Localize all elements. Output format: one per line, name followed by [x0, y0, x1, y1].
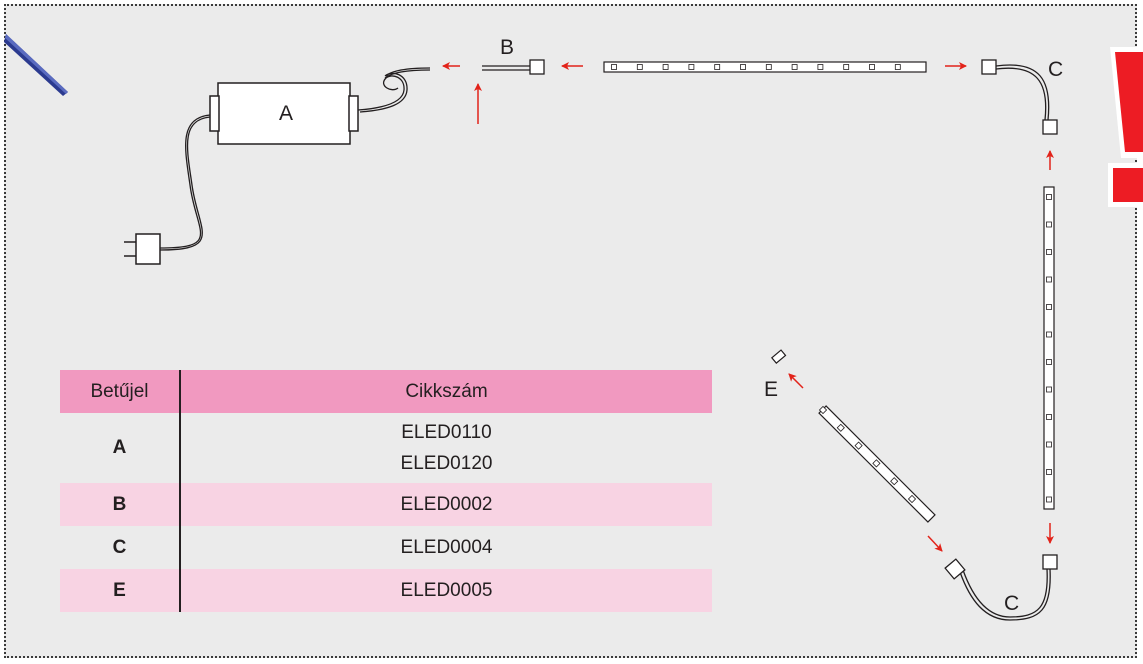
arrow-diagonal-icon: [927, 535, 943, 552]
led-chip: [740, 64, 746, 70]
led-chip: [843, 64, 850, 70]
led-chip: [611, 64, 617, 70]
row-letter: E: [60, 569, 181, 612]
parts-table: Betűjel Cikkszám A ELED0110 ELED0120 B E…: [60, 370, 712, 612]
row-code: ELED0005: [180, 569, 712, 612]
led-chip: [1046, 441, 1052, 448]
led-chip: [1046, 304, 1052, 310]
table-row: E ELED0005: [60, 569, 712, 612]
led-chip: [662, 64, 669, 70]
warning-exclamation-icon: [1108, 47, 1143, 207]
pen-icon: [4, 34, 68, 96]
row-letter: A: [60, 413, 181, 483]
row-letter: C: [60, 526, 181, 569]
led-chip: [818, 405, 828, 415]
power-supply-a: [209, 82, 359, 145]
diagram-panel: [4, 4, 1137, 658]
led-chip: [872, 459, 881, 468]
arrow-diagonal-icon: [788, 373, 804, 389]
led-chip: [1046, 414, 1052, 420]
row-letter: B: [60, 483, 181, 526]
power-plug-icon: [124, 233, 161, 265]
led-chip: [817, 64, 824, 70]
led-strip-top: [603, 61, 927, 73]
led-chip: [636, 64, 643, 70]
led-chip: [791, 64, 798, 70]
header-letter: Betűjel: [60, 370, 181, 413]
connector-b: [482, 59, 545, 75]
header-code: Cikkszám: [180, 370, 712, 413]
connector-c-top: [981, 59, 1058, 135]
led-chip: [688, 64, 695, 70]
led-chip: [765, 64, 772, 70]
supply-cables: [159, 67, 431, 251]
label-e: E: [764, 378, 779, 401]
led-chip: [1046, 386, 1052, 393]
led-chip: [907, 494, 917, 504]
led-chip: [1046, 469, 1052, 475]
led-strip-right: [1043, 186, 1055, 510]
table-row: C ELED0004: [60, 526, 712, 569]
led-chip: [1046, 249, 1052, 255]
led-chip: [894, 64, 901, 70]
label-c-top: C: [1048, 58, 1064, 81]
led-chip: [1046, 496, 1052, 503]
direction-arrows: [442, 62, 1054, 552]
label-a: A: [279, 102, 294, 125]
connector-c-bottom: [944, 554, 1058, 621]
row-code: ELED0110: [401, 422, 492, 443]
row-codes: ELED0110 ELED0120: [180, 413, 712, 483]
row-code: ELED0002: [180, 483, 712, 526]
led-chip: [1046, 276, 1052, 283]
row-code: ELED0120: [400, 453, 493, 474]
label-b: B: [500, 36, 515, 59]
led-chip: [1046, 194, 1052, 200]
table-row: B ELED0002: [60, 483, 712, 526]
row-code: ELED0004: [400, 536, 493, 558]
label-c-bottom: C: [1004, 592, 1020, 615]
led-chip: [836, 423, 845, 432]
led-chip: [854, 441, 863, 450]
table-row: A ELED0110 ELED0120: [60, 413, 712, 483]
led-chip: [890, 477, 899, 486]
led-chip: [1046, 331, 1052, 338]
led-chip: [714, 64, 721, 70]
end-cap-e: [770, 349, 787, 365]
led-chip: [869, 64, 875, 70]
led-chips: [611, 64, 1052, 504]
led-chip: [1046, 221, 1052, 228]
led-chip: [1046, 359, 1052, 365]
